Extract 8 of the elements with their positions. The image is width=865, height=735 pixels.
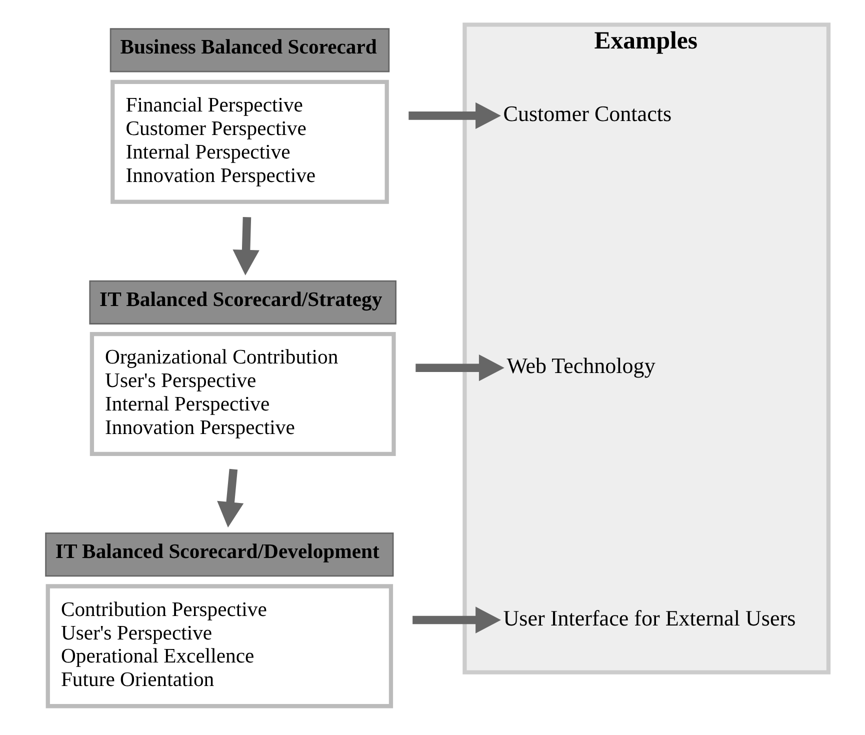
arrow [232, 216, 259, 276]
arrow [216, 468, 244, 528]
node-text: User Interface for External Users [502, 605, 796, 630]
arrow [415, 354, 504, 382]
arrow [412, 606, 500, 634]
node-text: Web Technology [506, 353, 655, 378]
arrow [408, 102, 500, 130]
node-text: Customer Contacts [502, 100, 672, 126]
